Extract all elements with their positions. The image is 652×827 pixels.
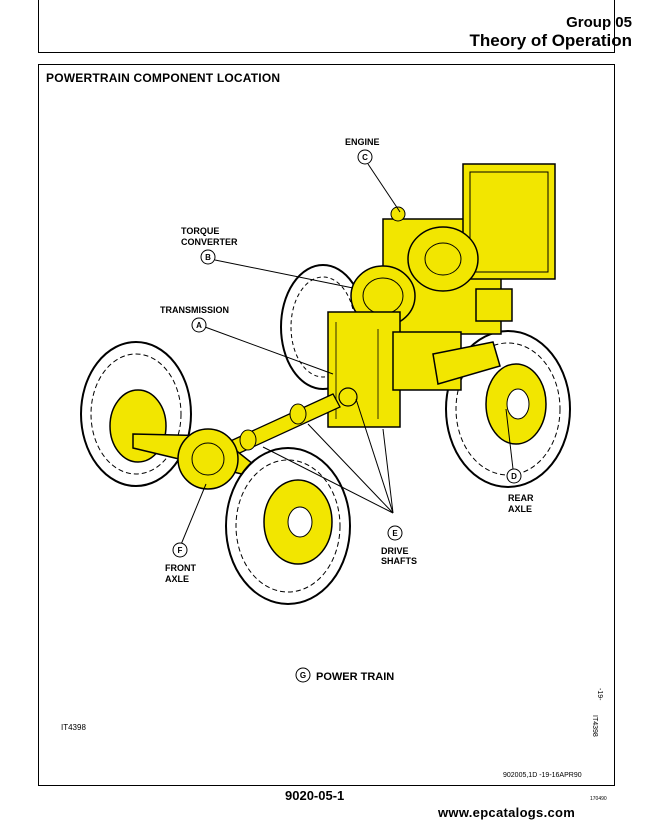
- rear-axle-housing: [432, 341, 501, 385]
- content-frame: [38, 64, 615, 786]
- callout-engine: ENGINE C: [345, 137, 380, 165]
- svg-text:SHAFTS: SHAFTS: [381, 556, 417, 566]
- svg-text:G: G: [300, 671, 306, 680]
- svg-text:F: F: [178, 546, 183, 555]
- front-axle-housing: [132, 428, 254, 490]
- svg-text:REAR: REAR: [508, 493, 534, 503]
- reference-code: 902005,1D -19-16APR90: [503, 772, 582, 779]
- svg-text:FRONT: FRONT: [165, 563, 196, 573]
- svg-text:E: E: [392, 529, 398, 538]
- callout-drive-shafts: E DRIVE SHAFTS: [381, 525, 417, 566]
- callout-rear-axle: D REAR AXLE: [506, 468, 534, 514]
- side-page-marker: -19-: [596, 688, 603, 701]
- svg-text:ENGINE: ENGINE: [345, 137, 380, 147]
- section-title: POWERTRAIN COMPONENT LOCATION: [46, 71, 281, 85]
- svg-text:TRANSMISSION: TRANSMISSION: [160, 305, 229, 315]
- callout-torque-converter: TORQUE CONVERTER B: [181, 226, 238, 265]
- drive-shaft: [212, 393, 341, 463]
- svg-text:CONVERTER: CONVERTER: [181, 237, 238, 247]
- svg-text:A: A: [196, 321, 202, 330]
- callout-front-axle: F FRONT AXLE: [165, 542, 196, 584]
- front-left-tire: [80, 341, 192, 487]
- front-right-tire: [225, 447, 351, 605]
- page-number: 9020-05-1: [285, 788, 345, 803]
- callout-transmission: TRANSMISSION A: [160, 305, 229, 333]
- figure-caption: G POWER TRAIN: [295, 667, 394, 683]
- svg-text:C: C: [362, 153, 368, 162]
- page-title: Theory of Operation: [469, 31, 632, 50]
- header-box: [38, 0, 615, 53]
- svg-text:DRIVE: DRIVE: [381, 546, 409, 556]
- svg-text:TORQUE: TORQUE: [181, 226, 219, 236]
- rear-right-tire: [445, 330, 571, 488]
- svg-text:AXLE: AXLE: [508, 504, 532, 514]
- group-label: Group 05: [566, 14, 632, 31]
- side-figure-code: IT4398: [591, 715, 598, 737]
- svg-text:AXLE: AXLE: [165, 574, 189, 584]
- svg-text:B: B: [205, 253, 211, 262]
- leader-lines: [179, 163, 514, 548]
- svg-text:POWER TRAIN: POWER TRAIN: [316, 671, 394, 683]
- watermark: www.epcatalogs.com: [438, 805, 576, 820]
- svg-text:D: D: [511, 472, 517, 481]
- powertrain-illustration: ENGINE C TORQUE CONVERTER B TRANSMISSION…: [80, 137, 571, 683]
- date-stamp: 170490: [590, 796, 607, 802]
- figure-id: IT4398: [61, 723, 86, 732]
